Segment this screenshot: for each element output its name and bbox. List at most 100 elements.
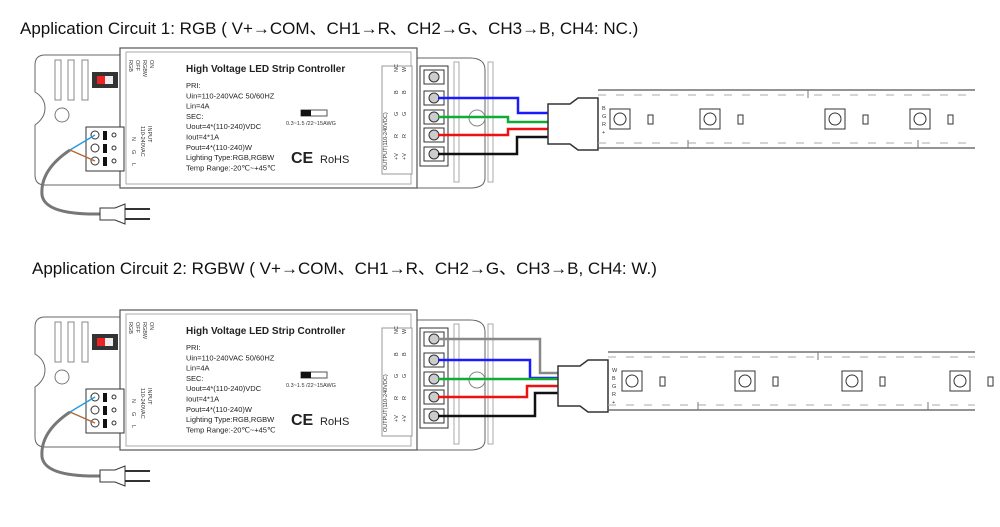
output-pin-label: R — [402, 396, 408, 400]
spec-line: PRI: — [186, 81, 201, 90]
bracket-slot — [453, 323, 460, 445]
switch-label: OFF — [134, 322, 140, 334]
wire-gray — [438, 337, 560, 375]
led-lens — [738, 374, 752, 388]
input-hole — [111, 394, 117, 400]
spec-line: SEC: — [186, 112, 204, 121]
strip-pin-label: + — [602, 130, 605, 136]
led-lens — [913, 112, 927, 126]
spec-line: Pout=4*(110-240)W — [186, 405, 253, 414]
bracket-slot — [81, 59, 89, 101]
input-voltage-label: 110-240VAC — [139, 126, 145, 157]
terminal-screw — [428, 354, 440, 366]
terminal-screw — [428, 410, 440, 422]
input-pin-label: L — [130, 163, 136, 166]
strip-pin-label: G — [612, 384, 616, 390]
controller-name: High Voltage LED Strip Controller — [186, 326, 345, 337]
terminal-screw — [428, 129, 440, 141]
strip-pin-label: R — [602, 122, 606, 128]
wire-black — [438, 135, 550, 156]
strip-pin-label: B — [612, 376, 616, 382]
input-label: INPUT — [146, 126, 152, 143]
rohs-mark: RoHS — [320, 154, 349, 166]
input-pin-label: L — [130, 425, 136, 428]
wire-red — [438, 127, 550, 137]
terminal-screw — [428, 92, 440, 104]
terminal-screw — [428, 373, 440, 385]
spec-line: SEC: — [186, 374, 204, 383]
dip-switch-off — [105, 338, 113, 346]
input-slot — [103, 406, 107, 415]
bracket-slot — [54, 321, 62, 363]
input-pin-label: G — [130, 150, 136, 154]
switch-label: RGB — [127, 322, 133, 334]
bracket-slot — [54, 59, 62, 101]
led-lens — [613, 112, 627, 126]
strip-pin-label: + — [612, 400, 615, 406]
output-pin-label: R — [402, 134, 408, 138]
input-hole — [111, 145, 117, 151]
dip-switch-knob — [97, 76, 105, 84]
circuit-2: Application Circuit 2: RGBW ( V+→COM、CH1… — [32, 259, 994, 487]
input-slot — [103, 393, 107, 402]
output-pin-label: +V — [394, 153, 400, 160]
input-hole — [111, 407, 117, 413]
resistor — [879, 376, 886, 387]
strip-connector — [547, 97, 599, 151]
input-slot — [103, 131, 107, 140]
controller-name: High Voltage LED Strip Controller — [186, 64, 345, 75]
power-cable — [40, 148, 101, 216]
plug-pins — [125, 208, 150, 220]
input-slot — [103, 157, 107, 166]
switch-label: OFF — [134, 60, 140, 72]
bracket-slot — [487, 323, 494, 445]
input-slot — [103, 144, 107, 153]
circuit-title: Application Circuit 2: RGBW ( V+→COM、CH1… — [32, 259, 657, 278]
led-lens — [625, 374, 639, 388]
output-pin-label: +V — [402, 415, 408, 422]
output-pin-label: W — [402, 66, 408, 72]
controller-body — [119, 309, 418, 451]
input-hole — [111, 420, 117, 426]
input-slot — [103, 419, 107, 428]
output-pin-label: NC — [394, 64, 400, 72]
input-voltage-label: 110-240VAC — [139, 388, 145, 419]
output-pin-label: G — [402, 112, 408, 116]
power-plug — [99, 203, 126, 225]
wire-strip-fill — [301, 110, 311, 116]
spec-line: Iout=4*1A — [186, 395, 219, 404]
resistor — [647, 114, 654, 125]
switch-label: ON — [148, 60, 154, 68]
input-label: INPUT — [146, 388, 152, 405]
spec-line: Uout=4*(110-240)VDC — [186, 122, 262, 131]
cut-mark — [687, 90, 919, 148]
spec-line: Uin=110-240VAC 50/60HZ — [186, 91, 275, 100]
output-pin-label: B — [394, 352, 400, 356]
circuit-title: Application Circuit 1: RGB ( V+→COM、CH1→… — [20, 19, 638, 38]
input-pin-label: N — [130, 137, 136, 141]
terminal-screw — [428, 333, 440, 345]
led-strip-edge — [608, 351, 975, 411]
controller-body — [119, 47, 418, 189]
output-pin-label: B — [402, 90, 408, 94]
bracket-slot — [453, 61, 460, 183]
dip-switch-knob — [97, 338, 105, 346]
neutral-wire — [69, 396, 96, 413]
spec-line: Iout=4*1A — [186, 133, 219, 142]
output-pin-label: R — [394, 134, 400, 138]
strip-pin-label: B — [602, 106, 606, 112]
spec-line: Temp Range:-20℃~+45℃ — [186, 163, 276, 172]
input-hole — [111, 158, 117, 164]
circuit-1: Application Circuit 1: RGB ( V+→COM、CH1→… — [20, 19, 975, 225]
output-pin-label: G — [394, 112, 400, 116]
mount-hole — [54, 107, 70, 123]
resistor — [987, 376, 994, 387]
ce-mark: CE — [291, 150, 314, 167]
wire-black — [438, 391, 560, 418]
input-pin-label: N — [130, 399, 136, 403]
led-lens — [845, 374, 859, 388]
wire-blue — [438, 96, 550, 115]
live-wire — [69, 149, 96, 162]
input-screw — [90, 143, 100, 153]
switch-label: ON — [148, 322, 154, 330]
